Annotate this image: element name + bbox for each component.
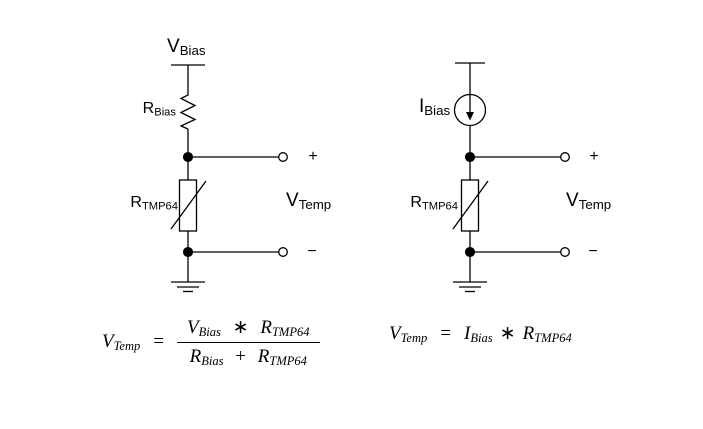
fraction-numerator: VBias ∗ RTMP64 xyxy=(177,317,320,343)
equals-sign: = xyxy=(440,323,452,344)
rtmp64-label-right: RTMP64 xyxy=(410,194,458,213)
current-source-formula: VTemp = IBias ∗ RTMP64 xyxy=(389,323,572,345)
thermistor-diagonal xyxy=(170,180,207,230)
fraction: VBias ∗ RTMP64 RBias + RTMP64 xyxy=(177,317,320,368)
vbias-label: VBias xyxy=(167,36,206,58)
ground-symbol xyxy=(453,281,487,293)
equals-sign: = xyxy=(153,331,165,353)
thermistor-diagonal xyxy=(452,180,489,230)
ibias-label: IBias xyxy=(419,96,451,118)
terminal-circle-minus xyxy=(560,247,570,257)
rbias-label: RBias xyxy=(142,100,176,119)
minus-terminal-label-left: − xyxy=(307,243,317,260)
right-circuit xyxy=(452,62,570,293)
ground-symbol xyxy=(171,281,205,293)
vtemp-label-left: VTemp xyxy=(286,190,332,212)
terminal-circle-plus xyxy=(278,152,288,162)
rtmp64-label-left: RTMP64 xyxy=(130,194,178,213)
resistor-symbol xyxy=(179,92,197,130)
formula-lhs: VTemp xyxy=(389,323,428,346)
plus-terminal-label-left: + xyxy=(308,148,318,165)
minus-terminal-label-right: − xyxy=(588,243,598,260)
multiply-operator: ∗ xyxy=(499,323,516,344)
formula-lhs: VTemp xyxy=(102,331,141,354)
current-arrow-head xyxy=(466,112,474,121)
plus-operator: + xyxy=(235,345,246,367)
voltage-divider-formula: VTemp = VBias ∗ RTMP64 RBias + RTMP64 xyxy=(102,317,320,368)
left-circuit xyxy=(170,64,288,293)
multiply-operator: ∗ xyxy=(232,317,249,338)
fraction-denominator: RBias + RTMP64 xyxy=(189,345,307,368)
terminal-circle-minus xyxy=(278,247,288,257)
formula-term2: RTMP64 xyxy=(522,323,572,346)
formula-term1: IBias xyxy=(464,323,493,346)
terminal-circle-plus xyxy=(560,152,570,162)
vtemp-label-right: VTemp xyxy=(566,190,612,212)
plus-terminal-label-right: + xyxy=(589,148,599,165)
